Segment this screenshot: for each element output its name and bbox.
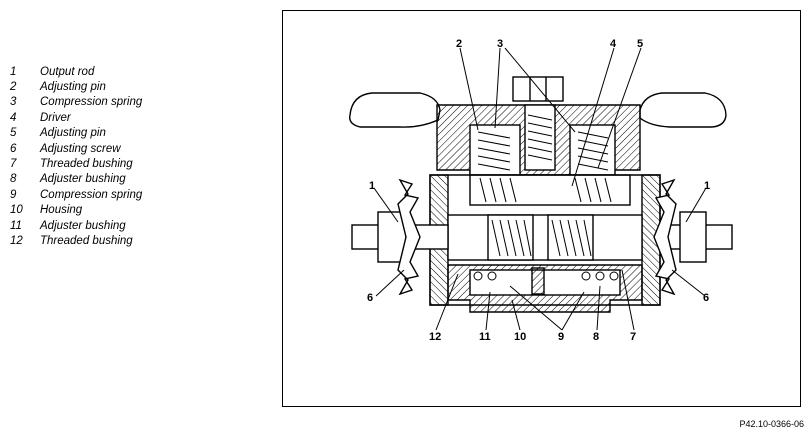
right-rod-end: [679, 211, 707, 263]
callout-10: 10: [514, 331, 526, 343]
center-pin: [531, 267, 545, 295]
callout-labels: 2 3 4 5 1 1 6 6 12 11 10 9 8 7: [367, 38, 710, 343]
callout-7: 7: [630, 331, 636, 343]
center-spring-pocket: [524, 104, 556, 171]
callout-2: 2: [456, 38, 462, 50]
callout-3: 3: [497, 38, 503, 50]
right-star-wheel: [653, 178, 677, 296]
hex-bolt: [512, 76, 564, 102]
callout-12: 12: [429, 331, 441, 343]
callout-11: 11: [479, 331, 491, 343]
left-threaded-barrel: [487, 214, 534, 261]
right-clamp-arm: [639, 92, 727, 128]
figure-frame: [282, 10, 801, 407]
callout-6-left: 6: [367, 292, 373, 304]
central-shaft: [447, 214, 643, 261]
left-clamp-arm: [349, 92, 441, 128]
left-star-wheel: [397, 178, 421, 296]
callout-5: 5: [637, 38, 643, 50]
callout-8: 8: [593, 331, 599, 343]
callout-1-right: 1: [704, 180, 710, 192]
callout-4: 4: [610, 38, 617, 50]
callout-6-right: 6: [703, 292, 709, 304]
callout-9: 9: [558, 331, 564, 343]
right-spring-pocket: [569, 124, 616, 176]
figure-reference-code: P42.10-0366-06: [739, 419, 804, 429]
driver-gear: [469, 174, 631, 206]
lower-cavity: [469, 269, 621, 296]
callout-1-left: 1: [369, 180, 375, 192]
right-threaded-barrel: [547, 214, 594, 261]
